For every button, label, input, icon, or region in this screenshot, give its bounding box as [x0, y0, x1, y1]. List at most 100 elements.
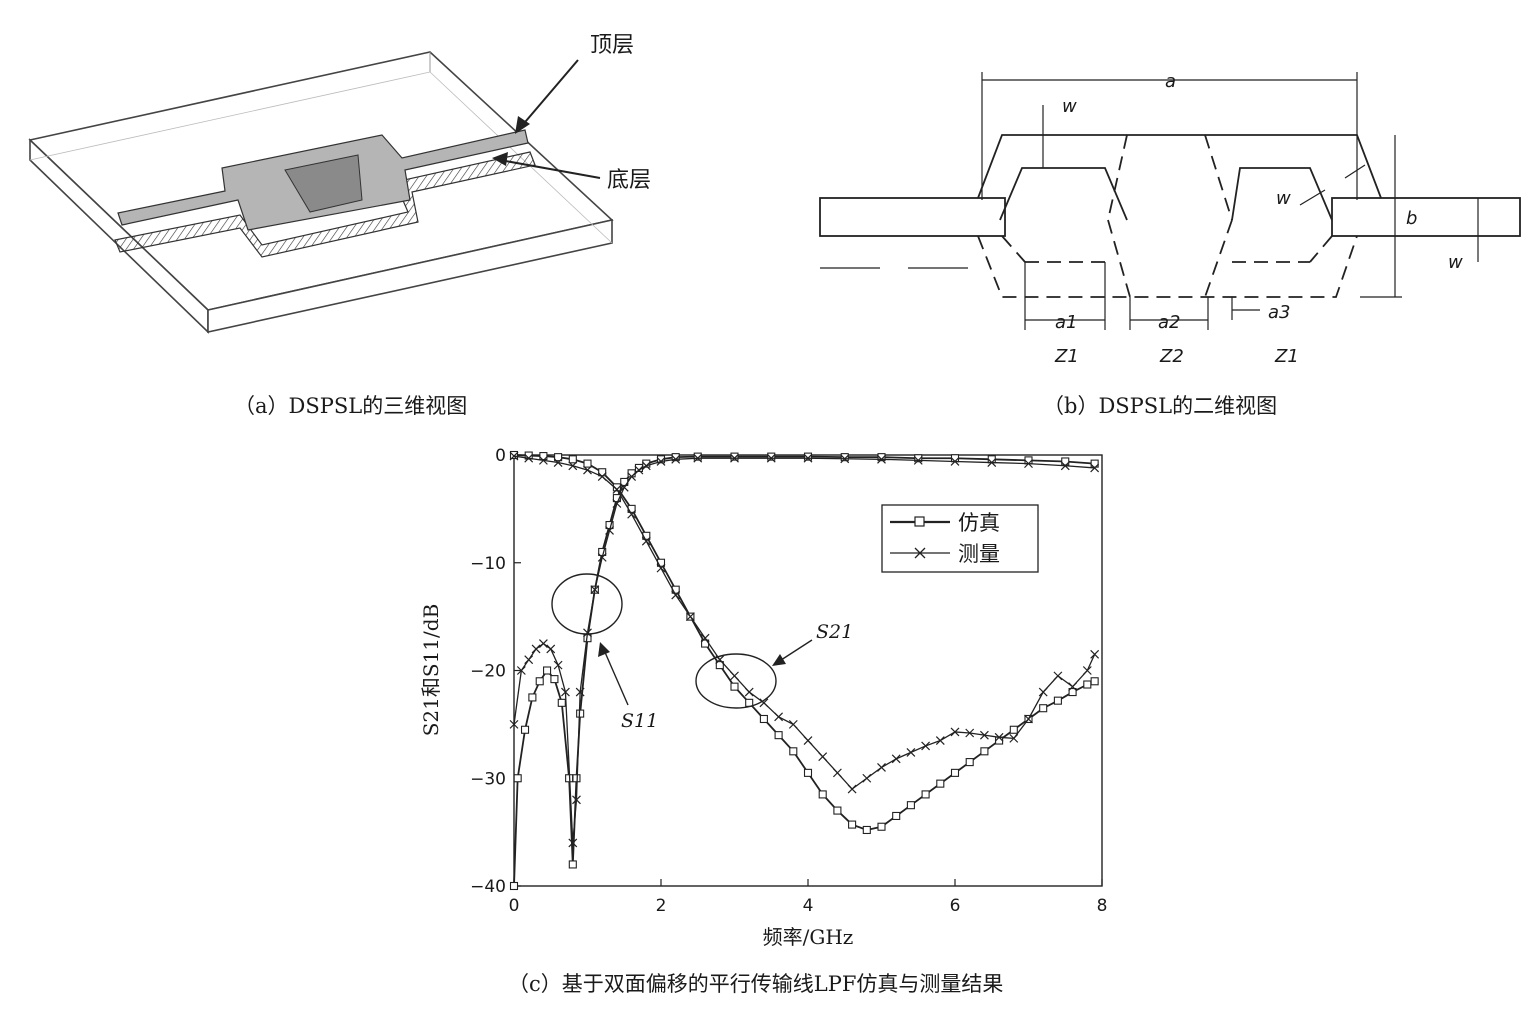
data-point-x	[685, 612, 695, 622]
s11-annotation-ellipse	[551, 573, 623, 635]
data-point-square	[583, 459, 592, 468]
panel-b-caption: （b）DSPSL的二维视图	[1043, 394, 1277, 418]
data-point-x	[671, 590, 681, 600]
dashed-bottom-layer	[977, 134, 1358, 298]
a1-label: a1	[1055, 312, 1077, 333]
data-point-x	[531, 644, 541, 654]
upper-trace	[977, 134, 1382, 199]
s21-annotation: S21	[816, 621, 853, 643]
data-point-square	[513, 774, 522, 783]
data-point-square	[554, 453, 563, 462]
data-point-x	[935, 736, 945, 745]
data-point-x	[1068, 682, 1078, 692]
section-3-solid	[1231, 167, 1333, 221]
bottom-layer-strip	[114, 151, 536, 258]
y-tick-label: 0	[495, 446, 506, 466]
dim-w-right-label: w	[1448, 252, 1463, 273]
s21-annotation-ellipse	[695, 653, 777, 709]
data-point-x	[744, 687, 754, 697]
data-point-square	[1053, 696, 1062, 705]
dim-a-label: a	[1165, 71, 1176, 92]
data-point-square	[965, 758, 974, 767]
section-1-solid	[999, 167, 1128, 221]
data-point-square	[950, 768, 960, 777]
data-point-x	[877, 763, 886, 772]
data-point-x	[774, 712, 784, 722]
top-layer-arrow	[519, 59, 579, 129]
data-point-x	[693, 453, 703, 463]
data-point-square	[921, 790, 930, 799]
data-point-x	[516, 666, 526, 675]
data-point-x	[788, 719, 798, 729]
data-point-square	[767, 452, 776, 461]
left-feed-line	[819, 197, 1006, 237]
data-point-x	[671, 454, 681, 464]
data-point-x	[891, 754, 901, 764]
data-point-x	[847, 784, 857, 794]
data-point-x	[1038, 687, 1048, 697]
legend-simulation: 仿真	[958, 511, 1000, 535]
data-point-x	[561, 687, 570, 697]
data-point-x	[994, 732, 1004, 742]
data-point-x	[803, 453, 813, 463]
data-point-square	[877, 822, 886, 831]
x-tick-label: 8	[1097, 896, 1108, 916]
data-point-square	[730, 452, 739, 461]
data-point-square	[568, 860, 577, 869]
x-tick-label: 0	[509, 896, 520, 916]
data-point-x	[546, 644, 556, 654]
data-point-x	[1024, 714, 1033, 724]
y-tick-label: −10	[470, 554, 506, 574]
data-point-square	[862, 825, 871, 835]
data-point-x	[730, 453, 739, 463]
data-point-x	[524, 655, 534, 665]
data-point-square	[509, 881, 519, 891]
data-point-x	[950, 457, 960, 466]
data-point-x	[575, 687, 585, 697]
data-point-square	[914, 454, 923, 463]
z2-label: Z2	[1159, 346, 1184, 367]
data-point-square	[557, 698, 566, 707]
bottom-layer-arrowhead	[492, 152, 508, 166]
data-point-x	[1009, 733, 1019, 743]
data-point-x	[1090, 649, 1100, 659]
data-point-square	[693, 452, 702, 461]
y-tick-label: −40	[470, 877, 506, 897]
panel-a-3d-view: 顶层 底层 （a）DSPSL的三维视图	[28, 33, 651, 418]
data-point-x	[641, 536, 651, 546]
dim-w-top-label: w	[1062, 96, 1077, 117]
y-axis-label: S21和S11/dB	[419, 604, 443, 737]
series-s21-simulation	[509, 450, 1099, 835]
data-point-square	[1083, 680, 1092, 689]
bottom-layer-label: 底层	[607, 168, 651, 193]
data-point-x	[656, 563, 666, 573]
data-point-x	[803, 736, 813, 745]
x-tick-label: 4	[803, 896, 814, 916]
data-point-square	[1068, 687, 1077, 697]
data-point-x	[597, 552, 607, 562]
data-point-x	[965, 728, 975, 738]
z1-right-label: Z1	[1274, 346, 1299, 367]
data-point-x	[921, 741, 931, 751]
data-point-square	[509, 450, 519, 460]
data-point-x	[832, 768, 842, 778]
overlap-region	[284, 154, 363, 213]
data-point-x	[597, 472, 607, 481]
data-point-square	[936, 779, 945, 788]
data-point-x	[1053, 671, 1063, 681]
panel-b-labels: a b w w w a1 a2 a3 Z1 Z2 Z1 （b）DSPSL的二维视…	[1043, 71, 1463, 418]
s11-annotation: S11	[621, 710, 658, 732]
data-point-x	[759, 698, 769, 708]
data-point-x	[538, 639, 548, 648]
data-point-square	[568, 455, 577, 464]
data-point-square	[576, 709, 585, 718]
data-point-square	[818, 790, 827, 799]
top-layer-arrowhead	[515, 116, 530, 134]
y-tick-label: −20	[470, 662, 506, 682]
legend-measurement: 测量	[958, 542, 1000, 566]
data-point-x	[840, 454, 850, 464]
data-point-x	[634, 465, 644, 475]
a2-label: a2	[1158, 312, 1180, 333]
series-s11-simulation	[509, 452, 1099, 891]
